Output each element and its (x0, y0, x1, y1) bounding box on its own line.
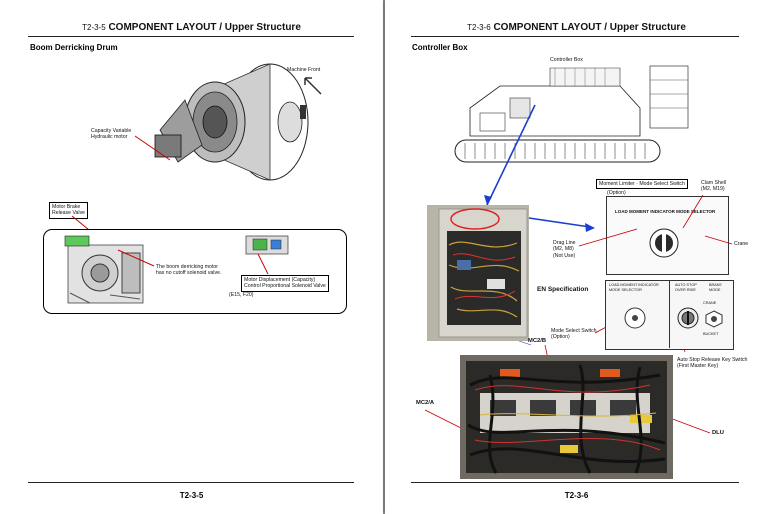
panel-divider (669, 280, 670, 348)
panel-label-lmi: LOAD MOMENT INDICATOR MODE SELECTOR (609, 283, 659, 292)
no-cutoff-note: The boom derricking motor has no cutoff … (156, 264, 222, 277)
boom-derricking-drum-illustration (154, 63, 309, 181)
machine-front-label: Machine Front (287, 67, 321, 73)
header-rule (28, 36, 354, 37)
models-note: (E15, F20) (229, 292, 254, 298)
page-header: T2-3-5 COMPONENT LAYOUT / Upper Structur… (82, 22, 301, 33)
bucket-small-label: BUCKET (703, 332, 719, 336)
footer-rule (28, 482, 354, 483)
mc2a-label: MC2/A (416, 400, 435, 406)
controller-box-photo (427, 205, 529, 341)
displacement-valve-label: Motor Displacement (Capacity) Control Pr… (241, 275, 329, 292)
right-page: T2-3-6 COMPONENT LAYOUT / Upper Structur… (385, 0, 768, 514)
section-title: Boom Derricking Drum (30, 43, 118, 52)
auto-stop-key-switch[interactable] (675, 305, 701, 331)
callout-line (117, 249, 155, 267)
motor-brake-label: Motor Brake Release Valve (49, 202, 89, 219)
dlu-label: DLU (712, 430, 724, 436)
page-header: T2-3-6 COMPONENT LAYOUT / Upper Structur… (467, 22, 686, 33)
solenoid-valve-detail (245, 235, 289, 255)
controller-box-label: Controller Box (550, 57, 583, 63)
page-footer: T2-3-6 (564, 491, 589, 500)
option-label: (Option) (607, 190, 626, 196)
moment-limiter-label: Moment Limiter · Mode Select Switch (596, 179, 688, 189)
header-rule (411, 36, 739, 37)
mode-select-button[interactable] (622, 305, 648, 331)
lmi-title: LOAD MOMENT INDICATOR MODE SELECTOR (615, 209, 716, 214)
callout-line (257, 253, 269, 275)
panel-label-auto-stop: AUTO STOP OVER RIDE (675, 283, 697, 292)
capacity-motor-label: Capacity Variable Hydraulic motor (91, 128, 132, 141)
crane-illustration (454, 65, 689, 163)
en-spec-label: EN Specification (537, 286, 589, 293)
crane-label: Crane (734, 241, 749, 247)
footer-rule (411, 482, 739, 483)
wiring-photo (460, 355, 673, 479)
mode-selector-knob[interactable] (643, 222, 685, 266)
machine-front-arrow (304, 77, 322, 95)
hydraulic-motor-detail (64, 235, 144, 304)
auto-stop-label: Auto Stop Release Key Switch (First Mast… (677, 357, 748, 370)
callout-line (134, 135, 171, 161)
section-title: Controller Box (412, 43, 468, 52)
clam-shell-label: Clam Shell (M2, M19) (701, 180, 727, 193)
pointer-arrows (484, 104, 595, 346)
mc2b-label: MC2/B (528, 338, 547, 344)
mode-select-switch-label: Mode Select Switch (Option) (551, 328, 597, 341)
panel-label-brake: BRAKE MODE (709, 283, 722, 292)
crane-small-label: CRANE (703, 301, 717, 305)
left-page: T2-3-5 COMPONENT LAYOUT / Upper Structur… (0, 0, 383, 514)
page-footer: T2-3-5 (179, 491, 204, 500)
brake-mode-switch[interactable] (705, 310, 723, 328)
moment-limiter-box: Moment Limiter · Mode Select Switch (596, 179, 688, 189)
drag-line-label: Drag Line (M2, M8) (Not Use) (553, 240, 576, 259)
